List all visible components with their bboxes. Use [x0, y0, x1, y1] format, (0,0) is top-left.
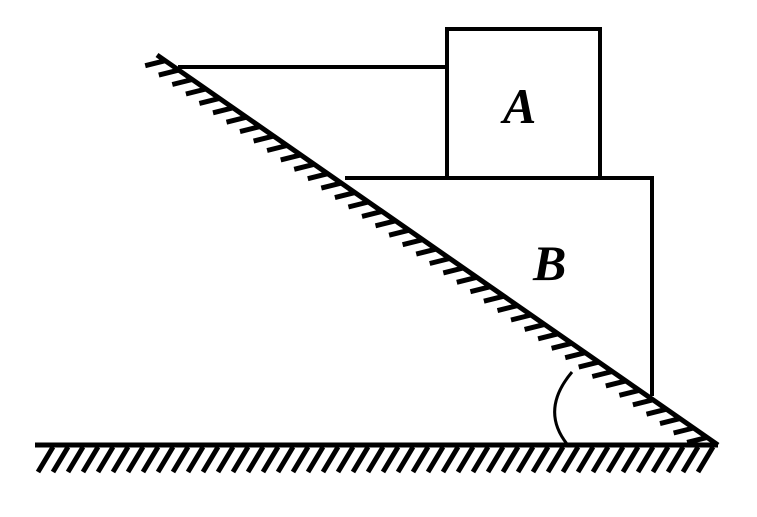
- incline-angle-arc: [553, 371, 574, 445]
- ground-hatch-mark: [155, 445, 176, 474]
- incline-hatch-mark: [496, 303, 519, 314]
- incline-hatch-mark: [632, 397, 654, 408]
- incline-hatch-mark: [280, 152, 302, 163]
- incline-hatch-mark: [456, 274, 478, 285]
- incline-surface: [155, 52, 720, 448]
- ground-hatch-mark: [350, 445, 371, 474]
- incline-hatch-mark: [198, 95, 221, 106]
- incline-hatch-mark: [361, 208, 383, 219]
- ground-hatch-mark: [470, 445, 491, 474]
- ground-hatch-mark: [320, 445, 341, 474]
- ground-hatch-mark: [440, 445, 461, 474]
- incline-hatch-mark: [483, 293, 505, 304]
- incline-hatch-mark: [686, 434, 708, 445]
- incline-hatch-mark: [591, 369, 613, 379]
- incline-hatch-mark: [320, 180, 342, 191]
- ground-hatch-mark: [80, 445, 101, 474]
- ground-hatch-mark: [665, 445, 686, 474]
- ground-hatch-mark: [425, 445, 446, 474]
- ground-hatch-mark: [305, 445, 326, 474]
- incline-hatch-mark: [185, 86, 207, 97]
- ground-hatch-mark: [200, 445, 221, 474]
- incline-hatch-mark: [171, 77, 193, 87]
- ground-hatch-mark: [515, 445, 536, 474]
- ground-hatch-mark: [575, 445, 596, 474]
- incline-hatch-mark: [293, 161, 315, 172]
- ground-hatch-mark: [380, 445, 401, 474]
- incline-hatch-mark: [252, 133, 275, 144]
- ground-hatch-mark: [365, 445, 386, 474]
- incline-hatch-mark: [550, 340, 573, 351]
- incline-hatch-mark: [672, 425, 695, 436]
- ground-hatch-mark: [485, 445, 506, 474]
- ground-hatch-mark: [125, 445, 146, 474]
- ground-hatching: [35, 445, 716, 474]
- ground-hatch-mark: [245, 445, 266, 474]
- incline-hatch-mark: [334, 190, 356, 201]
- ground-hatch-mark: [650, 445, 671, 474]
- incline-hatch-mark: [307, 171, 329, 182]
- ground-hatch-mark: [335, 445, 356, 474]
- incline-hatch-mark: [144, 58, 166, 69]
- ground-hatch-mark: [170, 445, 191, 474]
- ground-hatch-mark: [620, 445, 641, 474]
- ground-hatch-mark: [560, 445, 581, 474]
- ground-hatch-mark: [260, 445, 281, 474]
- incline-hatching: [144, 58, 708, 445]
- incline-hatch-mark: [401, 237, 424, 248]
- incline-hatch-mark: [564, 350, 586, 361]
- incline-hatch-mark: [347, 199, 370, 210]
- incline-hatch-mark: [212, 105, 234, 116]
- ground-hatch-mark: [95, 445, 116, 474]
- ground-hatch-mark: [530, 445, 551, 474]
- incline-hatch-mark: [158, 67, 180, 78]
- block-a-label: A: [500, 78, 536, 134]
- block-a: [445, 27, 602, 180]
- block-b-label: B: [532, 235, 566, 291]
- ground-hatch-mark: [215, 445, 236, 474]
- incline-hatch-mark: [645, 406, 668, 417]
- ground-hatch-mark: [65, 445, 86, 474]
- incline-hatch-mark: [239, 124, 261, 135]
- ground-hatch-mark: [275, 445, 296, 474]
- ground-hatch-mark: [545, 445, 566, 474]
- ground-hatch-mark: [50, 445, 71, 474]
- ground-hatch-mark: [110, 445, 131, 474]
- ground-hatch-mark: [395, 445, 416, 474]
- incline-hatch-mark: [442, 265, 464, 276]
- incline-hatch-mark: [388, 227, 410, 238]
- ground-hatch-mark: [635, 445, 656, 474]
- ground-hatch-mark: [500, 445, 521, 474]
- incline-hatch-mark: [618, 387, 641, 398]
- incline-hatch-mark: [605, 378, 627, 389]
- incline-hatch-mark: [374, 218, 397, 229]
- incline-hatch-mark: [266, 143, 288, 153]
- ground-hatch-mark: [680, 445, 701, 474]
- ground-hatch-mark: [455, 445, 476, 474]
- incline-hatch-mark: [659, 416, 681, 427]
- incline-hatch-mark: [415, 246, 437, 257]
- incline-hatch-mark: [537, 331, 559, 342]
- ground-hatch-mark: [410, 445, 431, 474]
- incline-hatch-mark: [510, 312, 532, 323]
- incline-hatch-mark: [578, 359, 600, 370]
- incline-hatch-mark: [225, 114, 248, 125]
- incline-hatch-mark: [429, 256, 451, 266]
- ground-hatch-mark: [605, 445, 626, 474]
- incline-hatch-mark: [469, 284, 492, 295]
- ground-hatch-mark: [185, 445, 206, 474]
- ground-hatch-mark: [590, 445, 611, 474]
- ground-hatch-mark: [290, 445, 311, 474]
- ground-hatch-mark: [695, 445, 716, 474]
- incline-hatch-mark: [523, 321, 546, 332]
- ground-hatch-mark: [230, 445, 251, 474]
- block-b: [345, 176, 654, 396]
- ground-hatch-mark: [140, 445, 161, 474]
- ground-hatch-mark: [35, 445, 56, 474]
